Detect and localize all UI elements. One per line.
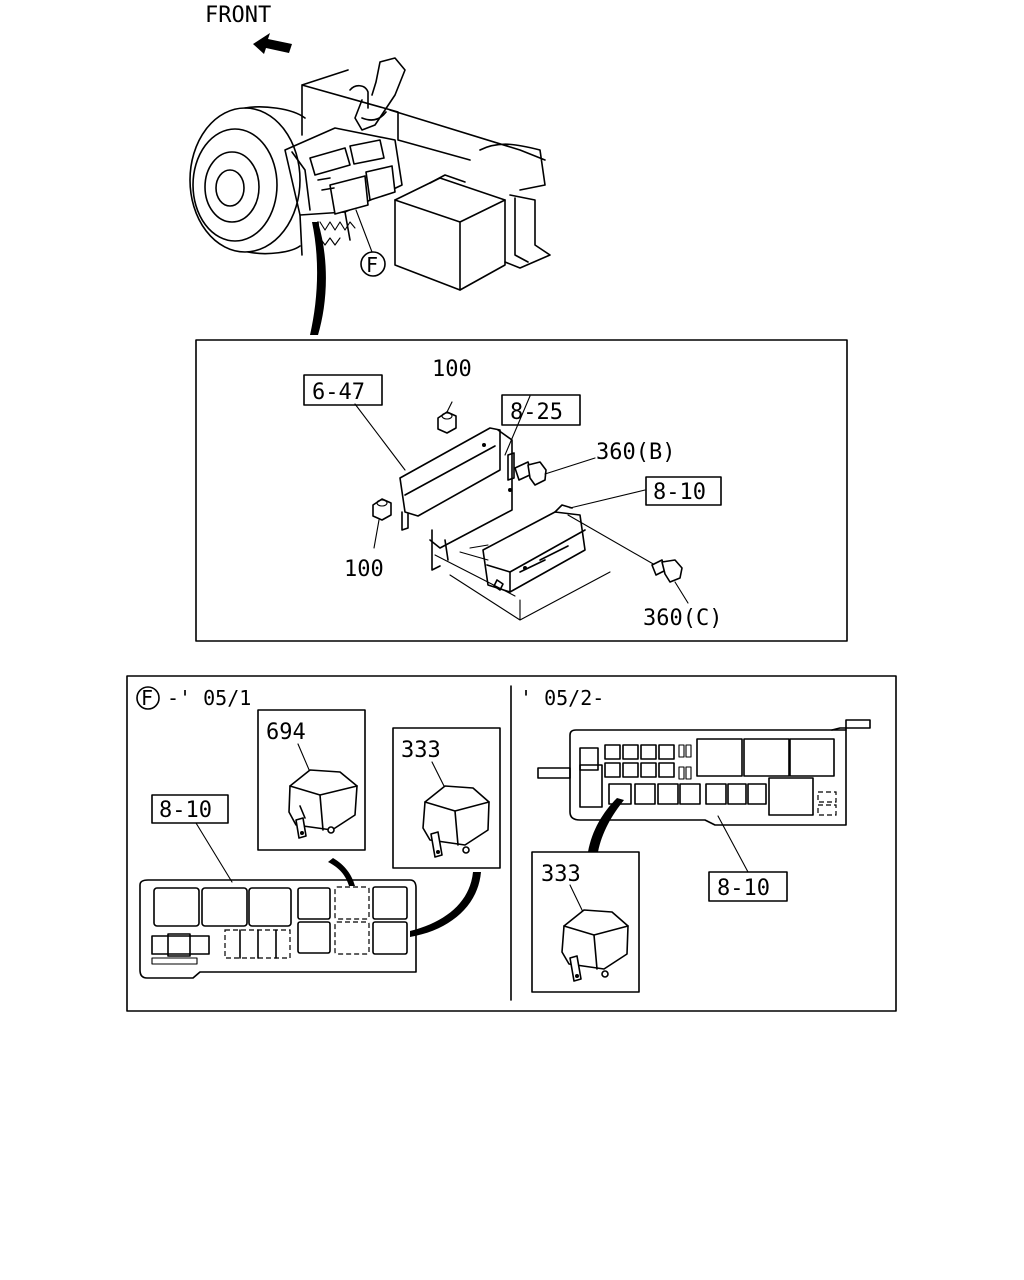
fuse-cluster-vehicle: [284, 127, 403, 256]
relay-694-pointer: [328, 858, 355, 886]
relay-694-callout: 694: [257, 709, 366, 851]
relay-detail-panel: F -' 05/1 694 333: [126, 675, 897, 1012]
vehicle-overview: FRONT: [189, 3, 551, 335]
late-fuse-box: 8-10: [537, 719, 871, 902]
frame-outline: [301, 69, 551, 269]
bolt-c-ref: 360(C): [643, 606, 722, 631]
fuse-box-ref: 8-10: [653, 480, 706, 505]
nut-upper: [437, 401, 457, 434]
relay-333-late-pointer: [588, 798, 624, 852]
relay-333-early-icon: [422, 785, 490, 858]
relay-333-late-callout: 333: [531, 851, 640, 993]
relay-694-ref: 694: [266, 720, 306, 745]
mount-hook: [349, 57, 406, 131]
relay-333-early-ref: 333: [401, 738, 441, 763]
front-arrow-icon: [253, 33, 292, 54]
bolt-c: [651, 559, 689, 604]
bolt-b-ref: 360(B): [596, 440, 675, 465]
connector-ref: 8-25: [510, 400, 563, 425]
early-period-label: -' 05/1: [167, 686, 251, 710]
nut-lower: [372, 498, 392, 549]
bolt-b: [514, 457, 596, 486]
view-marker-circle: [360, 251, 386, 277]
nut-lower-ref: 100: [344, 557, 384, 582]
front-label: FRONT: [205, 3, 271, 28]
tire: [189, 106, 306, 255]
bracket-ref: 6-47: [312, 380, 365, 405]
early-fuse-box: 8-10: [139, 794, 417, 979]
fuse-box-ref-box: [645, 476, 722, 506]
view-marker-label: F: [366, 253, 378, 277]
mounting-detail-panel: 6-47 100 8-25 360(B) 8-10 100 360(C): [195, 339, 848, 642]
bracket: [399, 427, 515, 571]
battery-box: [394, 174, 506, 291]
detail-pointer: [310, 222, 326, 335]
late-fuse-box-ref: 8-10: [717, 876, 770, 901]
relay-333-late-ref: 333: [541, 862, 581, 887]
late-period-label: ' 05/2-: [520, 686, 604, 710]
fuse-box: [459, 504, 586, 593]
connector-ref-box: [501, 394, 581, 426]
relay-333-early-callout: 333: [392, 727, 501, 869]
relay-694-icon: [288, 769, 358, 839]
early-fuse-box-ref: 8-10: [159, 798, 212, 823]
nut-upper-ref: 100: [432, 357, 472, 382]
relay-333-late-icon: [561, 909, 629, 982]
relay-333-early-pointer: [410, 872, 481, 937]
early-view-marker-circle: [136, 686, 160, 710]
bracket-ref-box: [303, 374, 383, 406]
early-view-marker: F: [141, 686, 153, 710]
